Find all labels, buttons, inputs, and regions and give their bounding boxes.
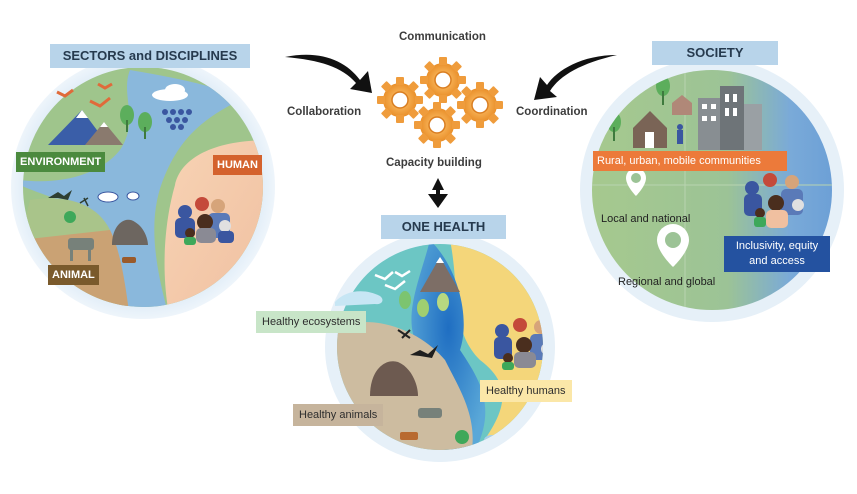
inclusivity-line2: and access xyxy=(749,255,805,267)
regional-global-label: Regional and global xyxy=(618,276,716,288)
animal-tag: ANIMAL xyxy=(48,265,99,285)
sectors-title: SECTORS and DISCIPLINES xyxy=(50,44,250,68)
healthy-animals-tag: Healthy animals xyxy=(293,404,384,426)
down-arrow-icon xyxy=(428,178,448,208)
local-national-label: Local and national xyxy=(601,213,691,225)
one-health-title: ONE HEALTH xyxy=(381,215,506,239)
right-curved-arrow-icon xyxy=(534,55,617,100)
environment-tag: ENVIRONMENT xyxy=(16,152,106,172)
inclusivity-line1: Inclusivity, equity xyxy=(735,240,819,252)
society-title: SOCIETY xyxy=(652,41,778,65)
capacity-building-label: Capacity building xyxy=(386,157,482,169)
healthy-humans-tag: Healthy humans xyxy=(480,380,572,402)
human-tag: HUMAN xyxy=(213,155,262,175)
communities-tag: Rural, urban, mobile communities xyxy=(593,151,787,171)
coordination-label: Coordination xyxy=(516,106,588,118)
inclusivity-tag: Inclusivity, equity and access xyxy=(724,236,830,272)
left-curved-arrow-icon xyxy=(285,54,372,93)
healthy-ecosystems-tag: Healthy ecosystems xyxy=(256,311,367,333)
communication-label: Communication xyxy=(399,31,486,43)
collaboration-label: Collaboration xyxy=(287,106,362,118)
